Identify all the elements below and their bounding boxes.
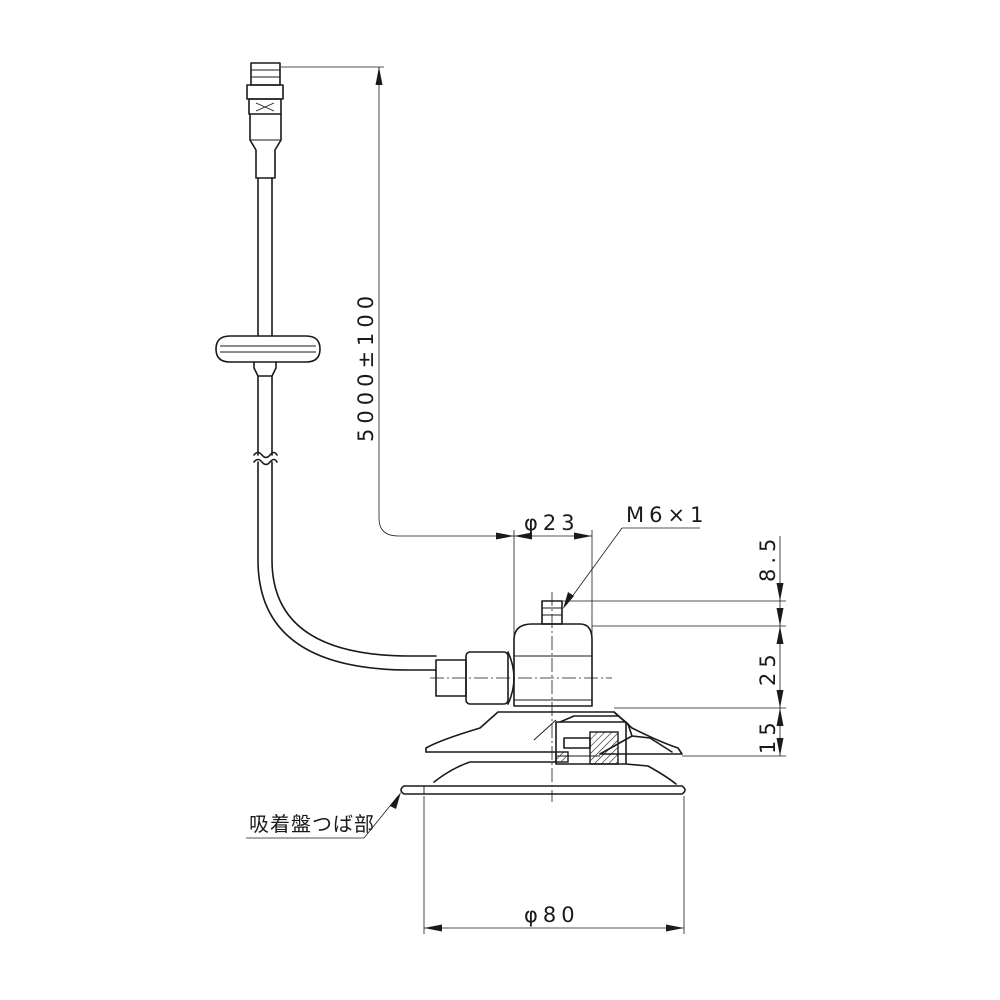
cable-connector <box>246 62 284 179</box>
leader-thread: M6×1 <box>563 503 708 609</box>
leader-thread-label: M6×1 <box>626 503 708 527</box>
cable-bend <box>257 461 437 671</box>
suction-cup-upper <box>425 711 683 755</box>
cable-clip <box>215 335 321 377</box>
dim-hub-height-label: 25 <box>756 649 780 686</box>
dim-cup-diameter-label: φ80 <box>524 903 580 927</box>
dim-base-height-label: 15 <box>756 717 780 754</box>
cable-strain-relief <box>430 651 612 705</box>
dim-hub-diameter-label: φ23 <box>524 511 580 535</box>
dim-hub-diameter: φ23 <box>513 511 593 640</box>
dim-cup-diameter: φ80 <box>423 796 685 934</box>
dim-cable-length: 5000±100 <box>281 66 514 540</box>
suction-cup-section <box>555 715 627 765</box>
leader-flange-label: 吸着盤つば部 <box>249 812 375 836</box>
dim-vertical-stack: 8.5 25 15 <box>562 534 786 757</box>
stud-m6 <box>541 592 563 802</box>
sensor-hub <box>507 623 593 707</box>
cable-upper <box>257 177 273 337</box>
cable-middle <box>253 375 278 466</box>
suction-cup-lower <box>400 761 686 795</box>
leader-flange: 吸着盤つば部 <box>246 792 401 839</box>
dim-cable-length-label: 5000±100 <box>354 291 378 442</box>
dim-stud-height-label: 8.5 <box>756 534 780 582</box>
